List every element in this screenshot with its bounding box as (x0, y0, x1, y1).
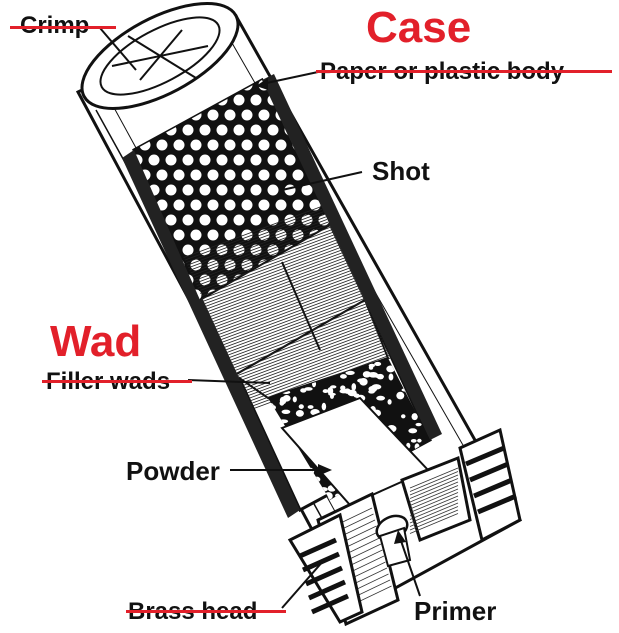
strike-crimp (10, 26, 116, 29)
strike-brass-head (126, 610, 286, 613)
label-shot: Shot (372, 158, 430, 184)
strike-paper-body (316, 70, 612, 73)
label-wad: Wad (50, 320, 141, 364)
label-primer: Primer (414, 598, 496, 624)
label-case: Case (366, 6, 471, 50)
strike-filler-wads (42, 380, 192, 383)
label-powder: Powder (126, 458, 220, 484)
